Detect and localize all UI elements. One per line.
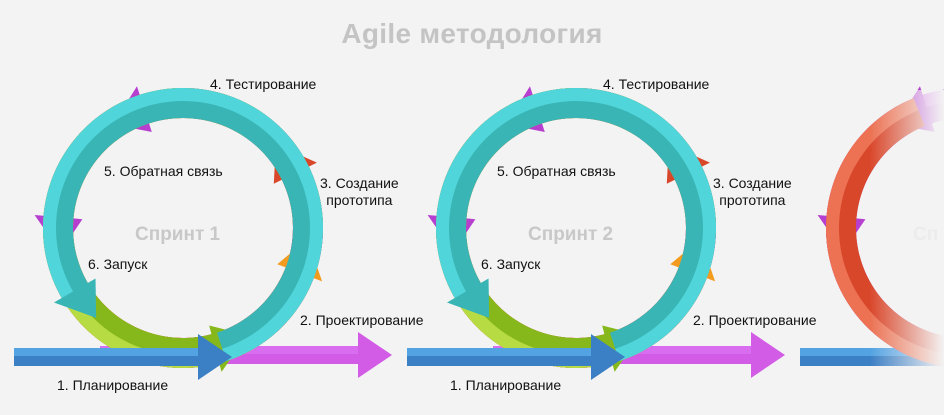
sprint-2-label-launch: 6. Запуск: [481, 256, 541, 272]
sprint-1-label-planning: 1. Планирование: [57, 377, 169, 393]
sprint-1-label-feedback: 5. Обратная связь: [104, 163, 223, 179]
sprint-2-planning-arrow-body: [407, 334, 625, 380]
sprint-1-planning-arrow-shine: [14, 348, 198, 356]
sprint-3-fade: [870, 90, 944, 390]
sprint-2-name: Спринт 2: [528, 224, 614, 245]
sprint-2-label-planning: 1. Планирование: [450, 377, 562, 393]
sprint-1-planning-arrow-body: [14, 334, 232, 380]
sprint-1-planning-arrow: [14, 334, 232, 380]
diagram-title: Agile методология: [341, 18, 603, 49]
sprint-2-label-testing: 4. Тестирование: [603, 76, 710, 92]
sprint-2-planning-arrow-shine: [407, 348, 591, 356]
sprint-1-label-launch: 6. Запуск: [88, 256, 148, 272]
sprint-1-name: Спринт 1: [135, 224, 221, 245]
sprint-1-process-arrow-body: [100, 332, 392, 378]
sprint-3-name: Сп: [913, 224, 939, 245]
sprint-3-feedback-arrow: [826, 98, 944, 367]
sprint-2-planning-arrow: [407, 334, 625, 380]
sprint-2-process-arrow-body: [493, 332, 785, 378]
sprint-2-label-design: 2. Проектирование: [693, 312, 817, 328]
sprint-2-label-feedback: 5. Обратная связь: [497, 163, 616, 179]
sprint-3-feedback-arrow-shine: [826, 98, 944, 367]
sprint-1-label-design: 2. Проектирование: [300, 312, 424, 328]
sprint-1-label-testing: 4. Тестирование: [210, 76, 317, 92]
